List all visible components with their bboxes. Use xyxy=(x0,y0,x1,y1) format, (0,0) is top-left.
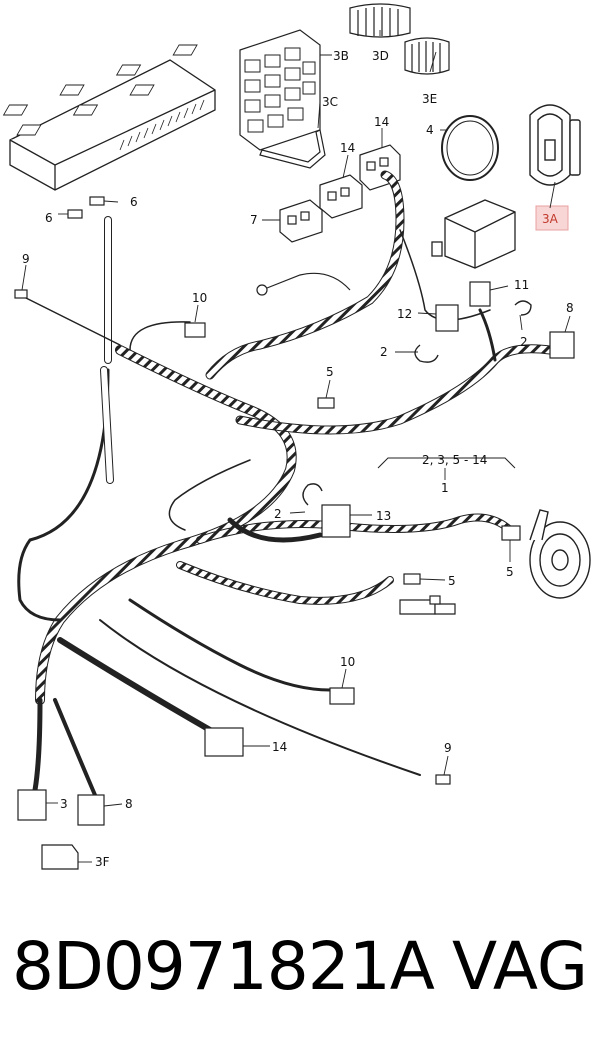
callout-14-mid: 14 xyxy=(340,141,355,155)
callout-3D: 3D xyxy=(372,49,389,63)
callout-11: 11 xyxy=(514,278,529,292)
connector-12 xyxy=(435,304,459,332)
callout-3F: 3F xyxy=(95,855,110,869)
brand-name: VAG xyxy=(452,928,589,1005)
callout-7: 7 xyxy=(250,213,258,227)
callout-10-lower: 10 xyxy=(340,655,355,669)
connector-9-top xyxy=(14,289,28,299)
clip-3C xyxy=(259,129,326,169)
callout-4: 4 xyxy=(426,123,434,137)
callout-3: 3 xyxy=(60,797,68,811)
callout-2-left: 2 xyxy=(380,345,388,359)
connector-11 xyxy=(469,281,491,307)
connector-5-lower xyxy=(403,573,421,585)
control-module xyxy=(431,199,516,269)
callout-labels: 3B 3D 3E 3C 14 14 4 3A 6 6 7 9 10 11 12 … xyxy=(22,49,574,869)
callout-2-lower: 2 xyxy=(274,507,282,521)
connector-8-right xyxy=(549,331,575,359)
callout-13: 13 xyxy=(376,509,391,523)
callout-3C: 3C xyxy=(322,95,338,109)
callout-5-lower: 5 xyxy=(448,574,456,588)
callout-8-right: 8 xyxy=(566,301,574,315)
highlight-box-3A xyxy=(535,205,569,231)
fuse-box xyxy=(2,44,216,191)
callout-6-left: 6 xyxy=(45,211,53,225)
part-number: 8D0971821A xyxy=(12,928,435,1005)
callout-9-top: 9 xyxy=(22,252,30,266)
connector-8-lower xyxy=(77,794,105,826)
clip-hooks xyxy=(302,300,532,506)
callout-2-right: 2 xyxy=(520,335,528,349)
relay-3E xyxy=(404,37,450,75)
callout-3A: 3A xyxy=(542,212,559,226)
callout-5-right: 5 xyxy=(506,565,514,579)
connector-9-lower xyxy=(435,774,451,785)
connector-10-top xyxy=(184,322,206,338)
callout-5-mid: 5 xyxy=(326,365,334,379)
callout-1: 1 xyxy=(441,481,449,495)
callout-14-top: 14 xyxy=(374,115,389,129)
connector-5-mid xyxy=(317,397,335,409)
relay-3D xyxy=(349,3,411,38)
connector-13 xyxy=(321,504,351,538)
connector-5-right xyxy=(501,525,521,541)
callout-6-right: 6 xyxy=(130,195,138,209)
connector-3 xyxy=(17,789,47,821)
socket-3A xyxy=(529,104,581,186)
callout-9-lower: 9 xyxy=(444,741,452,755)
switch xyxy=(399,595,456,615)
ring-terminal xyxy=(256,272,351,296)
callout-10-top: 10 xyxy=(192,291,207,305)
connector-14-mid xyxy=(319,174,363,219)
wiring-harness-diagram: 3B 3D 3E 3C 14 14 4 3A 6 6 7 9 10 11 12 … xyxy=(2,3,591,870)
horn xyxy=(529,509,591,599)
connector-10-lower xyxy=(329,687,355,705)
harness-main xyxy=(17,170,555,797)
callout-range: 2, 3, 5 - 14 xyxy=(422,453,487,467)
relay-carrier-3B xyxy=(239,29,321,151)
connector-14-lower xyxy=(204,727,244,757)
callout-3E: 3E xyxy=(422,92,437,106)
callout-8-lower: 8 xyxy=(125,797,133,811)
group-bracket xyxy=(377,457,516,469)
callout-3B: 3B xyxy=(333,49,349,63)
callout-12: 12 xyxy=(397,307,412,321)
connector-6-left xyxy=(67,209,83,219)
callout-14-lower: 14 xyxy=(272,740,287,754)
connector-6-right xyxy=(89,196,105,206)
connector-7 xyxy=(279,199,323,243)
clip-3F xyxy=(41,844,79,870)
seal-ring-4 xyxy=(441,115,499,181)
